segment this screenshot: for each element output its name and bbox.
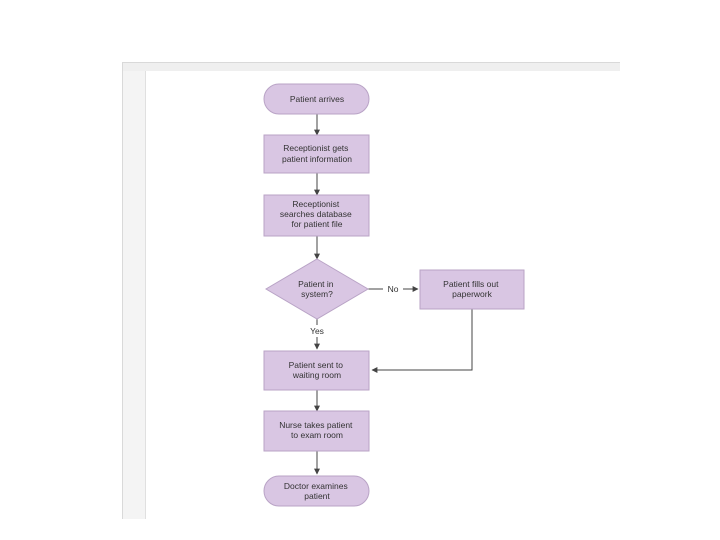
node-paperwork-line-2: paperwork: [452, 289, 492, 299]
node-paperwork-line-1: Patient fills out: [443, 279, 499, 289]
node-waiting-label: Patient sent to waiting room: [289, 360, 346, 380]
node-search-db-line-2: searches database: [280, 209, 352, 219]
node-nurse-line-2: to exam room: [291, 430, 343, 440]
node-doctor-label: Doctor examines patient: [284, 481, 350, 501]
diagram-canvas: [122, 62, 620, 519]
node-search-db: Receptionist searches database for patie…: [263, 194, 370, 237]
node-decision-label: Patient in system?: [298, 279, 336, 299]
node-search-db-label: Receptionist searches database for patie…: [280, 199, 354, 229]
node-decision-line-1: Patient in: [298, 279, 334, 289]
node-doctor-shape: [263, 475, 370, 507]
node-decision-shape: [265, 258, 369, 320]
node-nurse: Nurse takes patient to exam room: [263, 410, 370, 452]
node-nurse-shape: [263, 410, 370, 452]
canvas-sidebar: [123, 71, 146, 519]
node-get-info: Receptionist gets patient information: [263, 134, 370, 174]
node-nurse-label: Nurse takes patient to exam room: [279, 420, 355, 440]
node-waiting: Patient sent to waiting room: [263, 350, 370, 391]
node-start-line-1: Patient arrives: [290, 94, 344, 104]
node-doctor-line-2: patient: [304, 491, 330, 501]
node-get-info-shape: [263, 134, 370, 174]
node-get-info-line-1: Receptionist gets: [283, 143, 348, 153]
node-doctor-line-1: Doctor examines: [284, 481, 348, 491]
node-waiting-line-2: waiting room: [292, 370, 341, 380]
node-start-shape: [263, 83, 370, 115]
node-paperwork: Patient fills out paperwork: [419, 269, 525, 310]
edge-label-no: No: [388, 284, 399, 294]
node-waiting-line-1: Patient sent to: [289, 360, 344, 370]
node-search-db-line-3: for patient file: [291, 219, 342, 229]
node-search-db-shape: [263, 194, 370, 237]
canvas-top-bar: [123, 63, 620, 71]
node-paperwork-shape: [419, 269, 525, 310]
node-get-info-line-2: patient information: [282, 154, 352, 164]
node-waiting-shape: [263, 350, 370, 391]
node-paperwork-label: Patient fills out paperwork: [443, 279, 501, 299]
node-decision: Patient in system?: [265, 258, 369, 320]
edges: [314, 114, 473, 475]
edge-label-yes: Yes: [310, 326, 324, 336]
node-start: Patient arrives: [263, 83, 370, 115]
node-start-label: Patient arrives: [290, 94, 344, 104]
node-get-info-label: Receptionist gets patient information: [282, 143, 352, 164]
node-doctor: Doctor examines patient: [263, 475, 370, 507]
edge-paperwork-to-waiting: [371, 309, 473, 373]
node-decision-line-2: system?: [301, 289, 333, 299]
node-nurse-line-1: Nurse takes patient: [279, 420, 353, 430]
node-search-db-line-1: Receptionist: [292, 199, 339, 209]
